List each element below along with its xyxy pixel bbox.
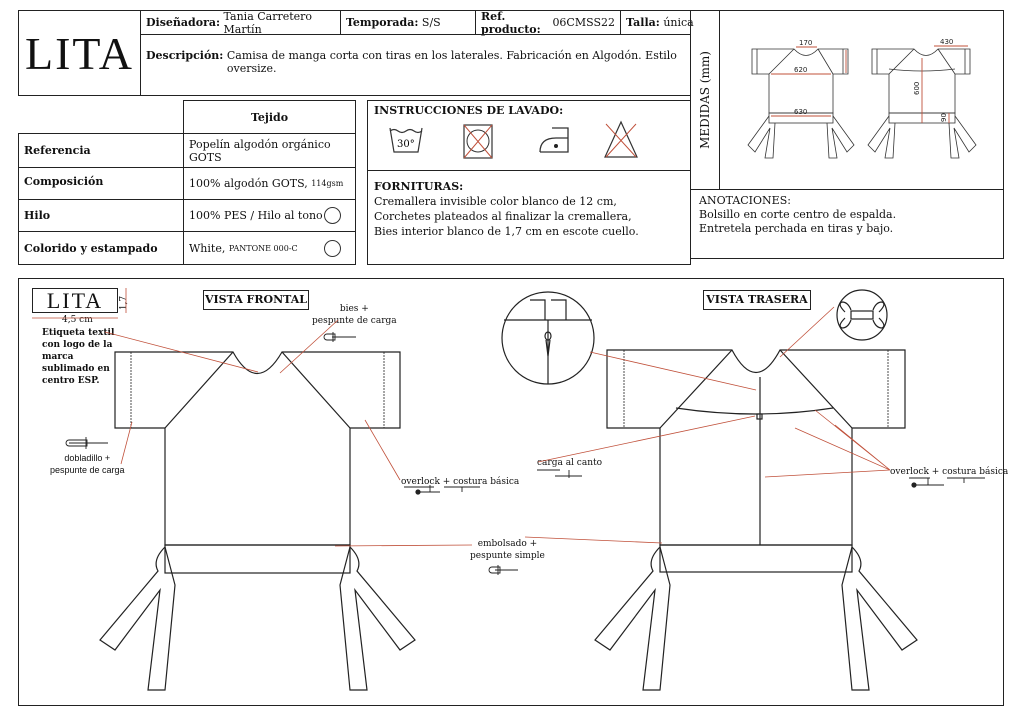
trims-title: FORNITURAS: xyxy=(374,180,464,193)
label-height: 1,7 xyxy=(119,295,130,311)
edge-note: carga al canto xyxy=(537,458,603,468)
designer-value: Tania Carretero Martín xyxy=(223,9,313,36)
back-title-text: VISTA TRASERA xyxy=(706,293,808,306)
front-view-title: VISTA FRONTAL xyxy=(203,290,309,310)
size-label: Talla: xyxy=(626,16,660,29)
description-label: Descripción: xyxy=(146,49,224,62)
designer-cell: Diseñadora: Tania Carretero Martín xyxy=(140,9,341,36)
bias-note: bies +pespunte de carga xyxy=(312,304,397,326)
description-value: Camisa de manga corta con tiras en los l… xyxy=(226,49,677,75)
row-value: 100% PES / Hilo al tono xyxy=(189,209,323,222)
annotations-box: ANOTACIONES: Bolsillo en corte centro de… xyxy=(690,189,1004,259)
thread-color-swatch xyxy=(324,207,341,224)
overlock-note-front: overlock + costura básica xyxy=(401,477,520,487)
logo-cell: LITA xyxy=(18,10,141,96)
trim-line: Corchetes plateados al finalizar la crem… xyxy=(374,210,632,223)
label-width: 4,5 cm xyxy=(62,315,93,325)
annotations-title: ANOTACIONES: xyxy=(699,194,791,207)
ref-value: 06CMSS22 xyxy=(552,16,615,29)
row-label: Composición xyxy=(24,175,104,188)
fabric-row-label: Referencia xyxy=(18,133,184,168)
annotation-line: Entretela perchada en tiras y bajo. xyxy=(699,222,894,235)
fabric-color-swatch xyxy=(324,239,341,257)
trim-line: Bies interior blanco de 1,7 cm en escote… xyxy=(374,225,639,238)
row-value-extra: PANTONE 000-C xyxy=(228,243,298,253)
fabric-row-label: Colorido y estampado xyxy=(18,231,184,265)
fabric-row-value: 100% algodón GOTS, 114gsm xyxy=(183,167,356,200)
row-value: White, xyxy=(189,241,226,255)
front-title-text: VISTA FRONTAL xyxy=(204,293,307,306)
fabric-row-label: Composición xyxy=(18,167,184,200)
trims-box: FORNITURAS: Cremallera invisible color b… xyxy=(367,170,691,265)
hem-note: dobladillo +pespunte de carga xyxy=(50,453,125,475)
fabric-row-value: Popelín algodón orgánico GOTS xyxy=(183,133,356,168)
ref-cell: Ref. producto: 06CMSS22 xyxy=(475,9,621,36)
brand-logo: LITA xyxy=(24,27,135,79)
trim-line: Cremallera invisible color blanco de 12 … xyxy=(374,195,617,208)
row-value: Popelín algodón orgánico GOTS xyxy=(189,137,331,164)
row-label: Colorido y estampado xyxy=(24,241,158,255)
row-value-extra: 114gsm xyxy=(311,179,344,188)
season-cell: Temporada: S/S xyxy=(340,10,476,35)
row-label: Referencia xyxy=(24,144,91,157)
fabric-row-value: 100% PES / Hilo al tono xyxy=(183,199,356,232)
label-sketch: LITA xyxy=(32,288,118,313)
season-value: S/S xyxy=(421,16,441,29)
bag-note: embolsado +pespunte simple xyxy=(470,539,545,561)
ref-label: Ref. producto: xyxy=(481,9,541,36)
fabric-row-value: White, PANTONE 000-C xyxy=(183,231,356,265)
fabric-row-label: Hilo xyxy=(18,199,184,232)
drawing-box xyxy=(18,278,1004,706)
fabric-header: Tejido xyxy=(183,100,356,134)
fabric-header-label: Tejido xyxy=(250,110,289,124)
row-value: 100% algodón GOTS, xyxy=(189,177,308,190)
size-value: única xyxy=(663,16,694,29)
label-logo: LITA xyxy=(46,287,104,313)
back-view-title: VISTA TRASERA xyxy=(703,290,811,310)
annotation-line: Bolsillo en corte centro de espalda. xyxy=(699,208,897,221)
overlock-note-back: overlock + costura básica xyxy=(890,467,1009,477)
size-cell: Talla: única xyxy=(620,10,694,35)
washing-title: INSTRUCCIONES DE LAVADO: xyxy=(374,104,564,117)
description-cell: Descripción: Camisa de manga corta con t… xyxy=(140,34,691,96)
season-label: Temporada: xyxy=(346,16,419,29)
designer-label: Diseñadora: xyxy=(146,16,221,29)
measures-title: MEDIDAS (mm) xyxy=(698,51,712,149)
row-label: Hilo xyxy=(24,209,51,222)
